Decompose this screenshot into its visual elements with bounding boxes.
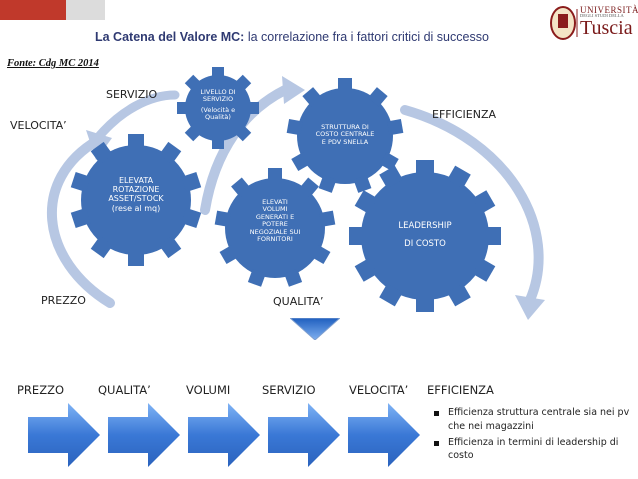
gear-volumi-line: NEGOZIALE SUI [249,227,301,236]
gear-rotazione [70,134,202,266]
gear-livello-line: SERVIZIO [202,95,234,104]
label-efficienza: EFFICIENZA [432,108,497,121]
bullet-item: Efficienza in termini di leadership di c… [432,436,632,464]
gear-livello-line: LIVELLO DI [200,88,236,96]
gear-livello-line: (Velocità e [200,105,236,114]
chevron-arrow-icon [28,403,100,467]
gear-leadership-line: LEADERSHIP [398,221,452,231]
bullet-item: Efficienza struttura centrale sia nei pv… [432,406,632,434]
label-velocita: VELOCITA’ [10,119,67,132]
logo-subtitle: DEGLI STUDI DELLA [580,13,624,18]
slide-title-rest: la correlazione fra i fattori critici di… [244,30,489,44]
gear-volumi-line: FORNITORI [257,235,293,244]
gear-volumi-line: POTERE [262,220,288,229]
sequence-label-qualita: QUALITA’ [98,383,151,397]
slide-title: La Catena del Valore MC: la correlazione… [95,30,489,44]
arrow-head-top [282,76,305,104]
label-qualita: QUALITA’ [273,295,324,308]
sequence-label-velocita: VELOCITA’ [349,383,409,397]
gear-struttura [286,78,404,193]
down-arrow-icon [290,318,340,340]
gear-leadership-line: DI COSTO [404,238,446,249]
gear-livello-text: LIVELLO DI SERVIZIO (Velocità e Qualità) [190,88,246,122]
gear-leadership-text: LEADERSHIP DI COSTO [385,221,465,250]
sequence-label-efficienza: EFFICIENZA [427,383,494,397]
gear-rotazione-line: ASSET/STOCK [108,194,164,204]
sequence-label-prezzo: PREZZO [17,383,64,397]
gear-volumi-line: ELEVATI [262,198,288,206]
gear-rotazione-line: ELEVATA [118,176,154,185]
gear-rotazione-line: (rese al mq) [111,203,161,213]
gear-livello-line: Qualità) [205,113,231,122]
university-logo: UNIVERSITÀ DEGLI STUDI DELLA Tuscia [549,4,638,42]
gear-rotazione-line: ROTAZIONE [112,185,160,195]
sequence-label-volumi: VOLUMI [186,383,231,397]
chevron-arrow-icon [108,403,180,467]
gear-struttura-line: STRUTTURA DI [321,123,369,131]
label-prezzo: PREZZO [41,294,86,307]
gear-volumi-line: VOLUMI [262,205,288,214]
gear-volumi [214,168,336,287]
gear-rotazione-text: ELEVATA ROTAZIONE ASSET/STOCK (rese al m… [96,176,176,213]
gear-struttura-line: E PDV SNELLA [321,137,369,146]
gear-struttura-text: STRUTTURA DI COSTO CENTRALE E PDV SNELLA [305,123,385,146]
header-decoration-red [0,0,66,20]
gear-livello [177,67,259,149]
chevron-arrow-icon [188,403,260,467]
gear-volumi-line: GENERATI E [255,212,295,221]
slide-title-bold: La Catena del Valore MC: [95,30,245,44]
gear-volumi-text: ELEVATI VOLUMI GENERATI E POTERE NEGOZIA… [237,198,313,244]
logo-line1: UNIVERSITÀ [580,5,638,15]
source-note: Fonte: Cdg MC 2014 [7,58,99,69]
gear-struttura-line: COSTO CENTRALE [315,130,375,139]
efficiency-bullet-list: Efficienza struttura centrale sia nei pv… [432,406,632,465]
crest-icon [550,6,578,40]
arrow-head-right [515,295,545,320]
sequence-label-servizio: SERVIZIO [262,383,316,397]
chevron-arrow-icon [268,403,340,467]
logo-line2: Tuscia [580,17,633,39]
chevron-arrow-icon [348,403,420,467]
label-servizio: SERVIZIO [106,88,158,101]
gear-leadership [349,160,501,312]
